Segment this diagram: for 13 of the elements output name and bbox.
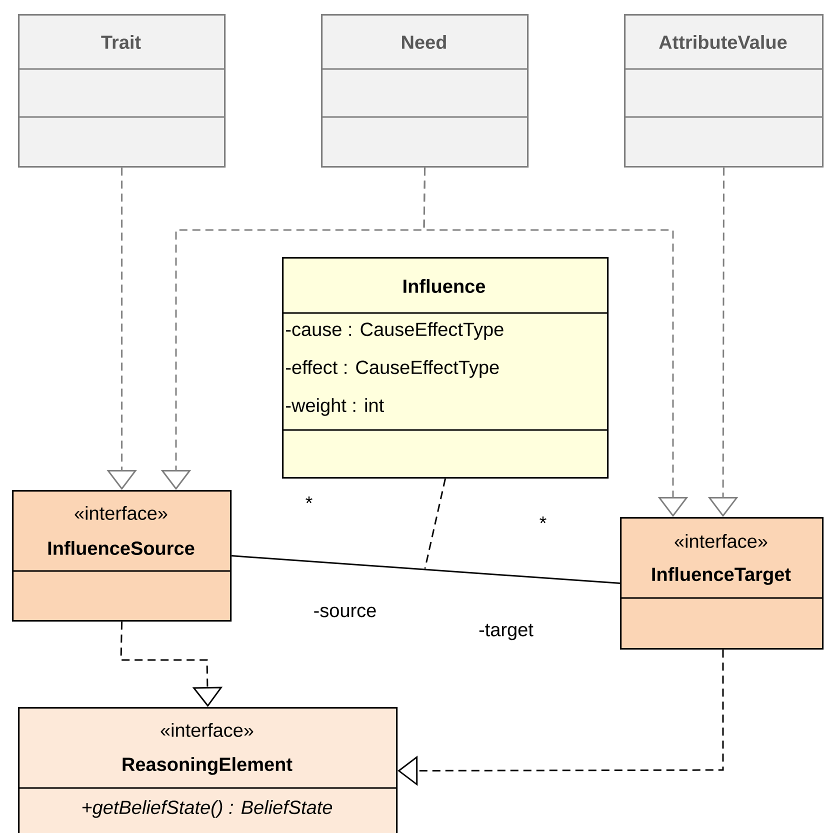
role-label: -source bbox=[314, 606, 376, 618]
class-box: «interface» ReasoningElement +getBeliefState() : BeliefState bbox=[18, 707, 398, 833]
class-box: AttributeValue bbox=[624, 14, 824, 168]
multiplicity-label: * bbox=[306, 496, 312, 504]
class-box: Need bbox=[321, 14, 529, 168]
class-box: «interface» InfluenceSource bbox=[12, 490, 232, 622]
class-box: «interface» InfluenceTarget bbox=[620, 517, 824, 650]
multiplicity-label: * bbox=[540, 516, 546, 524]
association-line bbox=[424, 478, 446, 569]
class-box: Influence -cause : CauseEffectType -effect : CauseEffectType -weight : int bbox=[282, 257, 609, 479]
role-label: -target bbox=[479, 624, 534, 640]
association-line bbox=[232, 555, 620, 584]
class-box: Trait bbox=[18, 14, 226, 168]
